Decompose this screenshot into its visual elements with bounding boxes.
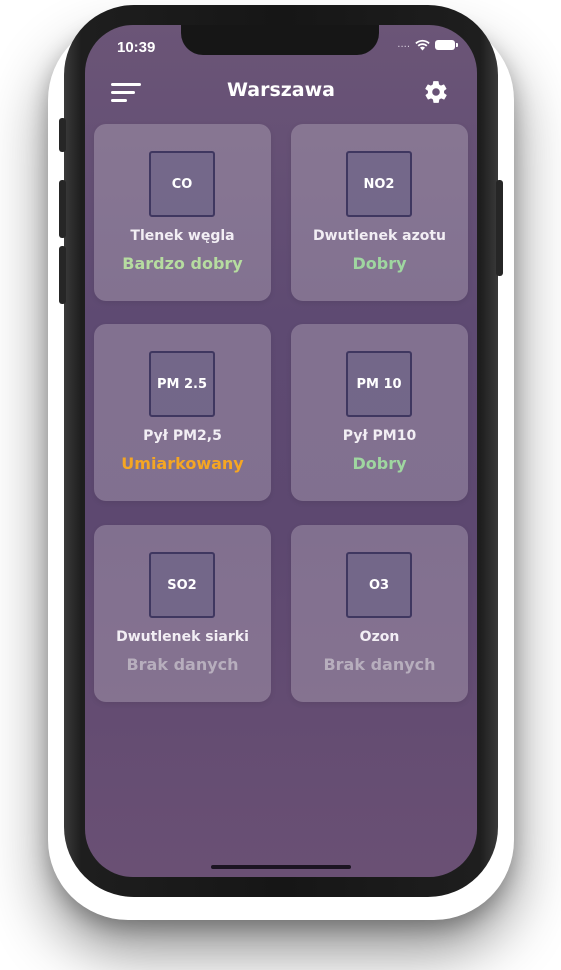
battery-icon: [435, 40, 458, 50]
pollutant-name: Dwutlenek siarki: [116, 629, 249, 645]
volume-down-button: [59, 246, 66, 304]
pollutant-card-no2[interactable]: NO2 Dwutlenek azotu Dobry: [291, 124, 468, 301]
app-header: Warszawa: [85, 75, 477, 109]
hamburger-menu-icon[interactable]: [111, 81, 141, 103]
pollutant-code: PM 10: [346, 351, 412, 417]
pollutant-name: Tlenek węgla: [130, 228, 235, 244]
power-button: [496, 180, 503, 276]
status-icons: ....: [397, 39, 458, 51]
pollutant-card-pm10[interactable]: PM 10 Pył PM10 Dobry: [291, 324, 468, 501]
pollutant-name: Ozon: [359, 629, 400, 645]
pollutant-status: Dobry: [352, 254, 407, 273]
pollutant-code: SO2: [149, 552, 215, 618]
pollutant-code: NO2: [346, 151, 412, 217]
status-time: 10:39: [117, 39, 156, 56]
pollutant-card-pm25[interactable]: PM 2.5 Pył PM2,5 Umiarkowany: [94, 324, 271, 501]
pollutant-name: Pył PM2,5: [143, 428, 222, 444]
pollutant-status: Dobry: [352, 454, 407, 473]
pollutant-card-o3[interactable]: O3 Ozon Brak danych: [291, 525, 468, 702]
pollutant-status: Brak danych: [126, 655, 239, 674]
pollutant-code: O3: [346, 552, 412, 618]
pollutant-card-co[interactable]: CO Tlenek węgla Bardzo dobry: [94, 124, 271, 301]
pollutant-status: Umiarkowany: [121, 454, 244, 473]
pollutant-name: Dwutlenek azotu: [312, 228, 447, 244]
pollutant-status: Bardzo dobry: [122, 254, 243, 273]
gear-icon[interactable]: [423, 79, 449, 105]
pollutant-code: CO: [149, 151, 215, 217]
pollutant-name: Pył PM10: [342, 428, 417, 444]
page-title: Warszawa: [226, 79, 336, 101]
silent-switch: [59, 118, 66, 152]
home-indicator[interactable]: [211, 865, 351, 869]
phone-screen: 10:39 .... Warszawa CO Tle: [85, 25, 477, 877]
signal-icon: ....: [397, 39, 410, 50]
wifi-icon: [415, 39, 430, 51]
notch: [181, 25, 379, 55]
pollutant-status: Brak danych: [323, 655, 436, 674]
pollutant-card-so2[interactable]: SO2 Dwutlenek siarki Brak danych: [94, 525, 271, 702]
pollutant-code: PM 2.5: [149, 351, 215, 417]
volume-up-button: [59, 180, 66, 238]
